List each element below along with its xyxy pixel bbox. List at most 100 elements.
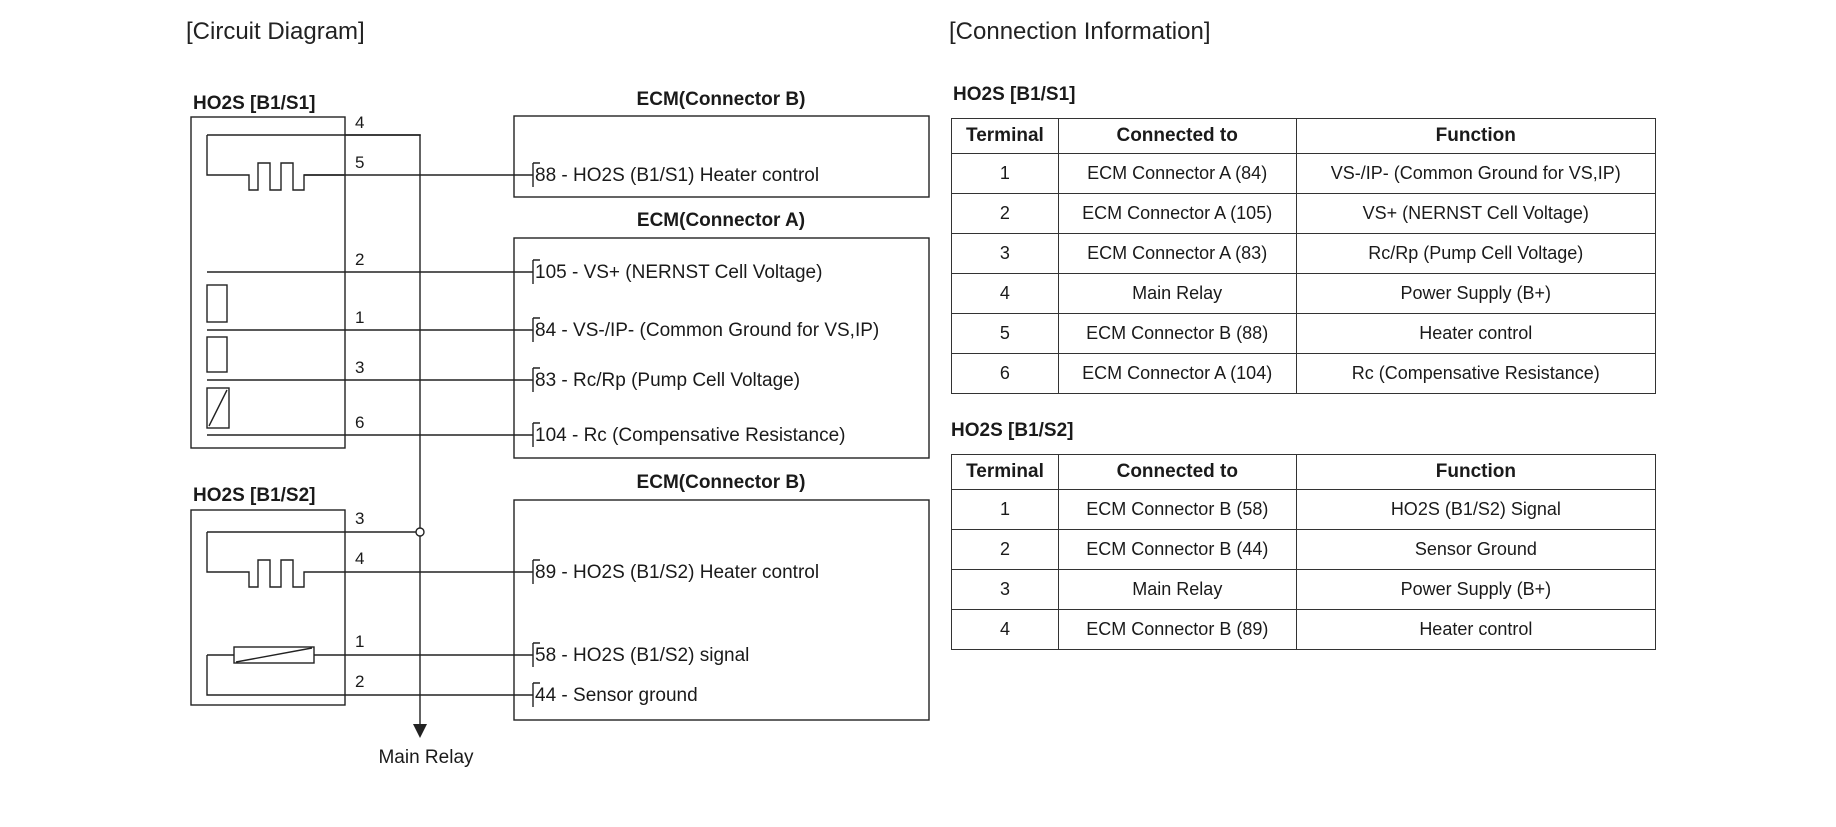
bracket-89 xyxy=(532,559,540,584)
heater2-element xyxy=(206,532,533,588)
main-relay-label: Main Relay xyxy=(378,747,474,768)
table1-title: HO2S [B1/S1] xyxy=(953,84,1076,105)
junction-dot xyxy=(415,527,425,537)
cell-connected-to: ECM Connector A (84) xyxy=(1057,153,1297,194)
cell-function: HO2S (B1/S2) Signal xyxy=(1295,489,1657,530)
table1-header-function: Function xyxy=(1295,118,1656,154)
bracket-105 xyxy=(532,259,540,284)
s1-pin-6: 6 xyxy=(355,413,364,432)
s2-pin-3: 3 xyxy=(355,509,364,528)
resistor-icon xyxy=(206,387,230,429)
cell-terminal: 5 xyxy=(951,313,1059,354)
table1-header-row: Terminal Connected to Function xyxy=(951,118,1656,154)
table2-header-row: Terminal Connected to Function xyxy=(951,454,1657,490)
wire-s2-pin2-44 xyxy=(206,655,533,696)
cell-connected-to: ECM Connector A (104) xyxy=(1057,353,1297,394)
bracket-58 xyxy=(532,642,540,667)
cell-function: Power Supply (B+) xyxy=(1295,569,1657,610)
cell-function: Rc (Compensative Resistance) xyxy=(1295,353,1656,394)
cell-connected-to: ECM Connector A (83) xyxy=(1057,233,1297,274)
ecm-b-line-88: 88 - HO2S (B1/S1) Heater control xyxy=(535,165,819,186)
s2-pin-4: 4 xyxy=(355,549,364,568)
table2-header-terminal: Terminal xyxy=(951,454,1059,490)
cell-connected-to: ECM Connector B (89) xyxy=(1057,609,1297,650)
main-relay-arrow-icon xyxy=(413,724,427,738)
cell-terminal: 1 xyxy=(951,489,1059,530)
cell-terminal: 4 xyxy=(951,609,1059,650)
s1-pin-3: 3 xyxy=(355,358,364,377)
bracket-44 xyxy=(532,682,540,707)
ecm-a-line-83: 83 - Rc/Rp (Pump Cell Voltage) xyxy=(535,370,800,391)
ecm-b-bottom-title: ECM(Connector B) xyxy=(637,472,806,493)
s1-pin-1: 1 xyxy=(355,308,364,327)
cell-connected-to: Main Relay xyxy=(1057,569,1297,610)
ecm-b-top-box xyxy=(513,115,930,198)
s1-pin-5: 5 xyxy=(355,153,364,172)
s1-pin-4: 4 xyxy=(355,113,364,132)
cell-terminal: 4 xyxy=(951,273,1059,314)
bracket-88 xyxy=(532,162,540,187)
cell-function: Heater control xyxy=(1295,609,1657,650)
cell-terminal: 1 xyxy=(951,153,1059,194)
ecm-a-box xyxy=(513,237,930,459)
sensor2-box xyxy=(190,509,346,706)
ecm-b-line-44: 44 - Sensor ground xyxy=(535,685,698,706)
ecm-b-bottom-box xyxy=(513,499,930,721)
table1-header-terminal: Terminal xyxy=(951,118,1059,154)
cell-connected-to: ECM Connector B (88) xyxy=(1057,313,1297,354)
resistor-slash xyxy=(208,389,228,427)
cell-function: Rc/Rp (Pump Cell Voltage) xyxy=(1295,233,1656,274)
bracket-83 xyxy=(532,367,540,392)
ecm-b-line-58: 58 - HO2S (B1/S2) signal xyxy=(535,645,749,666)
ecm-a-line-104: 104 - Rc (Compensative Resistance) xyxy=(535,425,845,446)
ecm-b-top-title: ECM(Connector B) xyxy=(637,89,806,110)
nernst-cell-icon xyxy=(206,284,228,323)
s2-pin-1: 1 xyxy=(355,632,364,651)
cell-function: VS-/IP- (Common Ground for VS,IP) xyxy=(1295,153,1656,194)
table2-header-function: Function xyxy=(1295,454,1657,490)
cell-terminal: 6 xyxy=(951,353,1059,394)
circuit-diagram-title: [Circuit Diagram] xyxy=(186,18,365,45)
sensor2-element-slash xyxy=(235,647,313,663)
pump-cell-icon xyxy=(206,336,228,373)
sensor1-title: HO2S [B1/S1] xyxy=(193,93,315,114)
cell-connected-to: ECM Connector A (105) xyxy=(1057,193,1297,234)
sensor2-title: HO2S [B1/S2] xyxy=(193,485,315,506)
cell-function: Sensor Ground xyxy=(1295,529,1657,570)
sensor1-box xyxy=(190,116,346,449)
s2-pin-2: 2 xyxy=(355,672,364,691)
cell-connected-to: Main Relay xyxy=(1057,273,1297,314)
cell-connected-to: ECM Connector B (44) xyxy=(1057,529,1297,570)
connection-info-title: [Connection Information] xyxy=(949,18,1211,45)
table2-title: HO2S [B1/S2] xyxy=(951,420,1074,441)
ecm-a-line-105: 105 - VS+ (NERNST Cell Voltage) xyxy=(535,262,822,283)
table2-header-connected: Connected to xyxy=(1057,454,1297,490)
ecm-a-title: ECM(Connector A) xyxy=(637,210,805,231)
heater1-element xyxy=(206,135,344,191)
cell-connected-to: ECM Connector B (58) xyxy=(1057,489,1297,530)
bracket-104 xyxy=(532,422,540,447)
ecm-a-line-84: 84 - VS-/IP- (Common Ground for VS,IP) xyxy=(535,320,879,341)
cell-terminal: 2 xyxy=(951,193,1059,234)
cell-terminal: 3 xyxy=(951,569,1059,610)
ecm-b-line-89: 89 - HO2S (B1/S2) Heater control xyxy=(535,562,819,583)
cell-terminal: 2 xyxy=(951,529,1059,570)
cell-function: VS+ (NERNST Cell Voltage) xyxy=(1295,193,1656,234)
cell-terminal: 3 xyxy=(951,233,1059,274)
s1-pin-2: 2 xyxy=(355,250,364,269)
